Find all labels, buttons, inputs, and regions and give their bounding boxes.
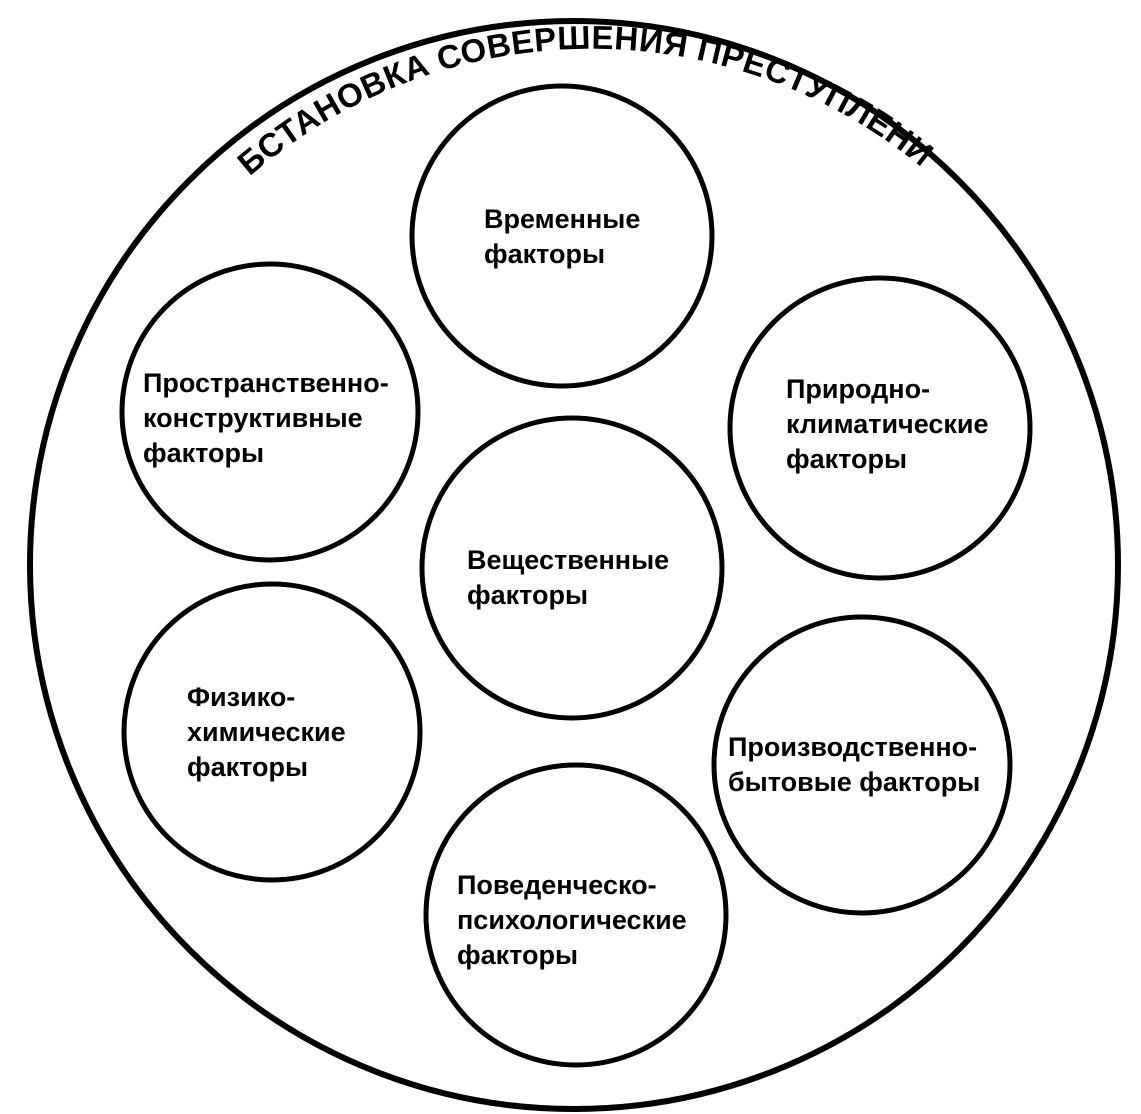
outer-circle <box>27 18 1121 1112</box>
node-label-line: факторы <box>786 444 907 474</box>
node-material: Вещественные факторы <box>419 415 725 721</box>
node-label-line: химические <box>187 717 346 747</box>
node-label-line: Временные <box>484 204 640 234</box>
node-circle-spatial <box>119 261 421 563</box>
node-label-line: конструктивные <box>143 403 363 433</box>
node-label-line: факторы <box>457 940 578 970</box>
node-label-behavioral: Поведенческо-психологические факторы <box>457 870 687 970</box>
node-climate: Природно-климатические факторы <box>727 275 1033 581</box>
node-label-line: факторы <box>187 752 308 782</box>
node-label-line: психологические <box>457 905 687 935</box>
diagram-title-path: ОБСТАНОВКА СОВЕРШЕНИЯ ПРЕСТУПЛЕНИЯ <box>0 0 940 182</box>
node-label-line: Пространственно- <box>143 368 389 398</box>
node-label-line: Вещественные <box>467 545 669 575</box>
node-label-time: Временные факторы <box>484 204 640 269</box>
node-physchem: Физико-химические факторы <box>121 581 423 883</box>
node-label-physchem: Физико-химические факторы <box>187 682 346 782</box>
node-label-line: Природно- <box>786 374 930 404</box>
node-circle-time <box>409 83 715 389</box>
node-label-line: Производственно- <box>728 732 977 762</box>
node-label-line: факторы <box>484 239 605 269</box>
node-spatial: Пространственно-конструктивные факторы <box>119 261 421 563</box>
node-label-spatial: Пространственно-конструктивные факторы <box>143 368 389 468</box>
node-label-climate: Природно-климатические факторы <box>786 374 989 474</box>
node-label-line: факторы <box>467 580 588 610</box>
node-label-line: Поведенческо- <box>457 870 657 900</box>
node-label-line: факторы <box>143 438 264 468</box>
node-label-line: климатические <box>786 409 989 439</box>
node-circle-physchem <box>121 581 423 883</box>
node-circle-behavioral <box>423 762 729 1068</box>
node-label-line: Физико- <box>187 682 295 712</box>
node-behavioral: Поведенческо-психологические факторы <box>423 762 729 1068</box>
node-label-industrial: Производственно-бытовые факторы <box>728 732 980 797</box>
node-label-line: бытовые факторы <box>728 767 980 797</box>
node-circle-industrial <box>711 614 1013 916</box>
node-time: Временные факторы <box>409 83 715 389</box>
diagram-title: ОБСТАНОВКА СОВЕРШЕНИЯ ПРЕСТУПЛЕНИЯ <box>0 0 941 182</box>
node-circle-climate <box>727 275 1033 581</box>
node-circle-material <box>419 415 725 721</box>
node-industrial: Производственно-бытовые факторы <box>711 614 1013 916</box>
node-label-material: Вещественные факторы <box>467 545 669 610</box>
